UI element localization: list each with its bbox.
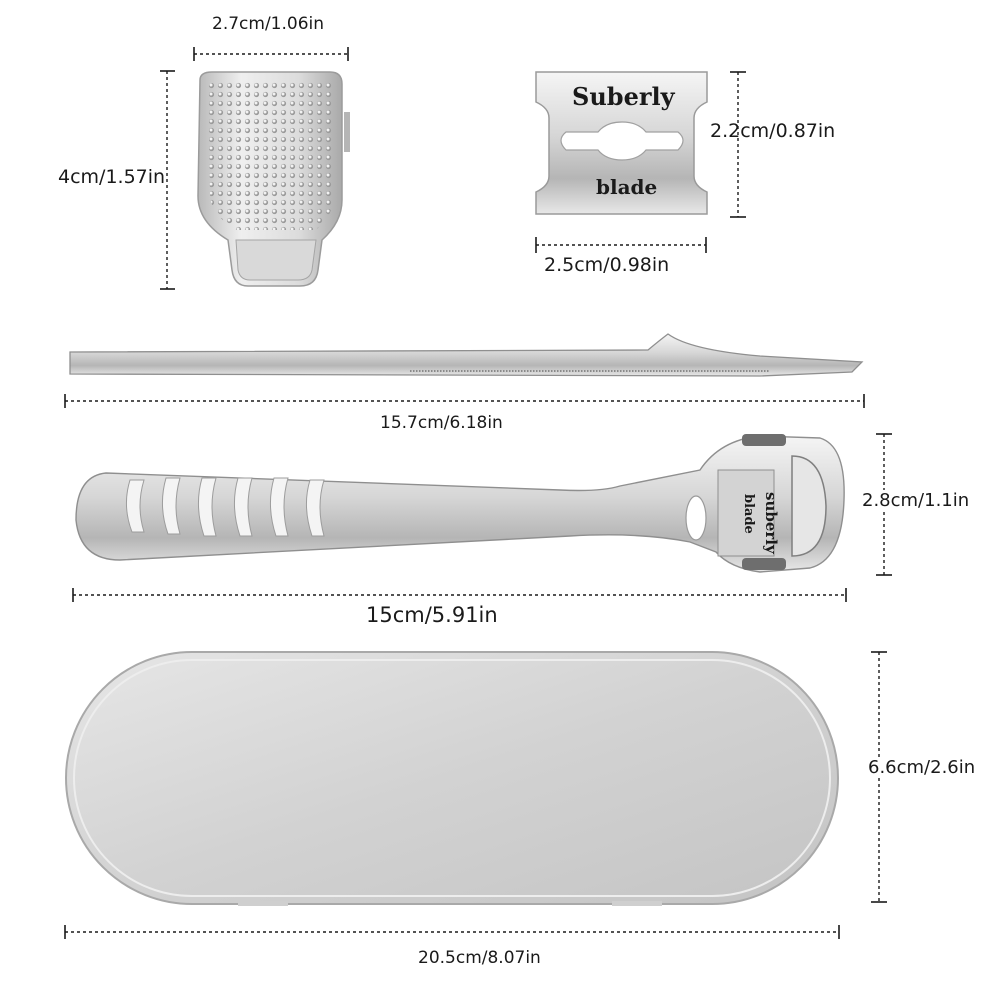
case-length-label: 20.5cm/8.07in [418, 948, 541, 968]
pick-tool-length-label: 15.7cm/6.18in [380, 413, 503, 433]
blade-plate [535, 71, 708, 215]
case-length-dimension [64, 925, 840, 939]
shaver-head-brand-text: suberly [762, 492, 780, 554]
storage-case [65, 651, 839, 906]
grater-height-dimension [160, 70, 175, 290]
handle-grip-ridges [126, 477, 325, 537]
grater-height-label: 4cm/1.57in [58, 166, 166, 188]
case-height-label: 6.6cm/2.6in [868, 757, 976, 778]
shaver-length-label: 15cm/5.91in [366, 603, 498, 627]
blade-brand-text: Suberly [572, 82, 675, 111]
shaver-length-dimension [72, 588, 847, 602]
blade-height-dimension [730, 71, 746, 218]
grater-head [197, 71, 350, 287]
shaver-head-type-text: blade [741, 494, 756, 534]
blade-height-label: 2.2cm/0.87in [710, 120, 836, 142]
shaver-height-dimension [876, 433, 892, 576]
grater-width-label: 2.7cm/1.06in [212, 14, 325, 34]
blade-width-label: 2.5cm/0.98in [544, 254, 670, 276]
grater-width-dimension [193, 47, 349, 61]
blade-type-text: blade [596, 175, 658, 199]
pick-tool-length-dimension [64, 394, 865, 408]
shaver-height-label: 2.8cm/1.1in [862, 490, 970, 511]
pick-tool [69, 333, 864, 377]
shaver-handle [75, 434, 845, 573]
case-height-dimension [871, 651, 887, 903]
blade-width-dimension [535, 237, 707, 253]
